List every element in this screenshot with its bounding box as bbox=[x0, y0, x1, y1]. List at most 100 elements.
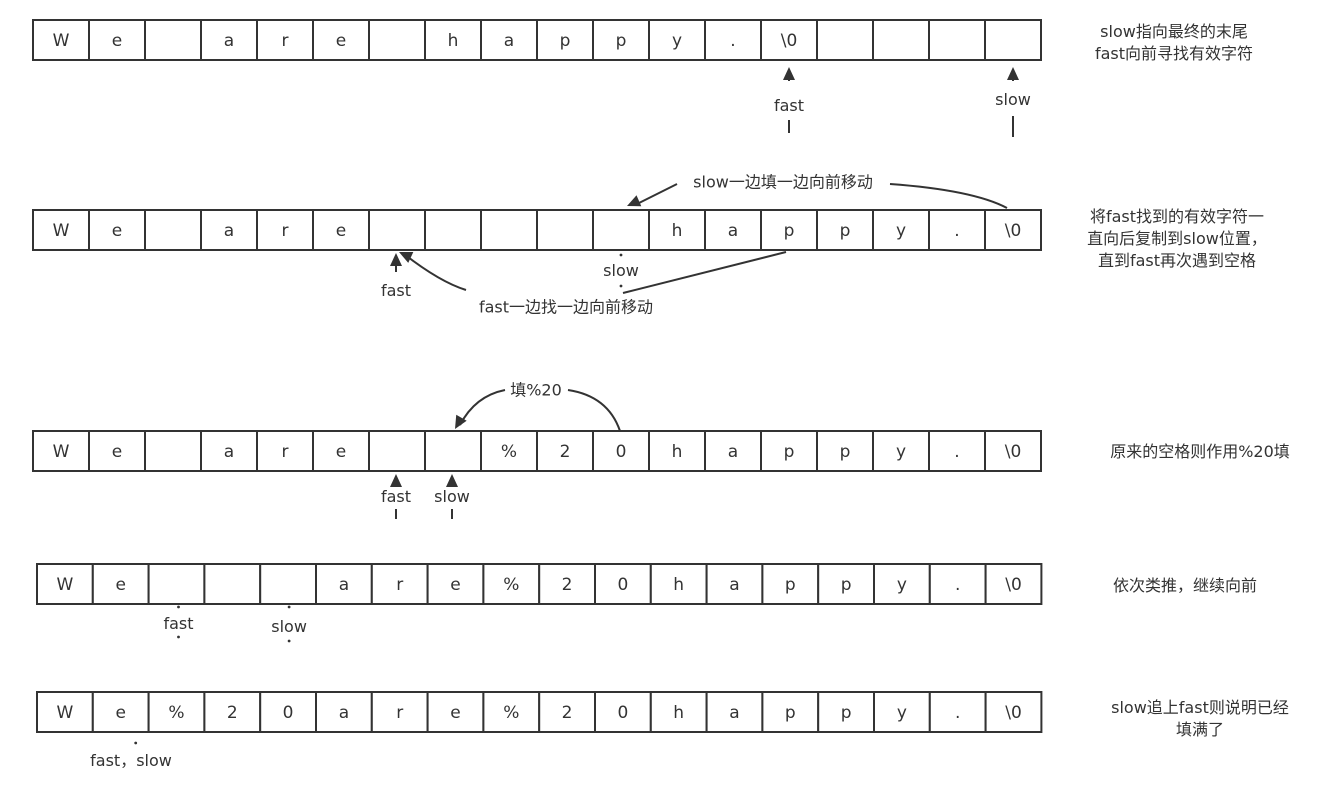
annotation-arrow bbox=[636, 183, 678, 205]
array-cell bbox=[984, 430, 1042, 472]
cell-char: e bbox=[112, 31, 122, 51]
cell-char: 2 bbox=[562, 575, 573, 595]
array-cell bbox=[480, 209, 538, 251]
array-cell bbox=[259, 691, 318, 733]
cell-char: 0 bbox=[617, 575, 628, 595]
cell-char: W bbox=[53, 221, 70, 241]
cell-char: a bbox=[729, 703, 739, 723]
pointer-dot bbox=[619, 253, 623, 257]
step-note: 直到fast再次遇到空格 bbox=[1098, 251, 1256, 270]
cell-char: e bbox=[336, 31, 346, 51]
array-cell bbox=[312, 430, 370, 472]
pointer-label-slow: slow bbox=[603, 261, 639, 280]
array-cell bbox=[312, 209, 370, 251]
array-cell bbox=[705, 563, 764, 605]
cell-char: r bbox=[282, 31, 289, 51]
step-note: 填满了 bbox=[1176, 720, 1224, 739]
array-cell bbox=[259, 563, 318, 605]
cell-char: r bbox=[396, 575, 403, 595]
step-note: 将fast找到的有效字符一 bbox=[1090, 207, 1264, 226]
cell-char: p bbox=[785, 575, 796, 595]
array-cell bbox=[649, 563, 708, 605]
array-cell bbox=[424, 430, 482, 472]
cell-char: . bbox=[955, 575, 960, 595]
array-cell bbox=[426, 691, 485, 733]
pointer-label-fast: fast bbox=[381, 281, 411, 300]
array-cell bbox=[256, 430, 314, 472]
array-cell bbox=[200, 430, 258, 472]
cell-char: y bbox=[896, 442, 906, 462]
cell-char: h bbox=[672, 442, 683, 462]
cell-char: e bbox=[112, 221, 122, 241]
cell-char: % bbox=[503, 703, 519, 723]
cell-char: \0 bbox=[1005, 442, 1022, 462]
array-cell bbox=[315, 691, 373, 733]
pointer-dot bbox=[287, 639, 291, 643]
up-arrow-icon bbox=[783, 67, 795, 80]
array-cell bbox=[315, 563, 373, 605]
pointer-dot bbox=[134, 741, 138, 745]
step-note: slow指向最终的末尾 bbox=[1100, 22, 1248, 41]
array-cell bbox=[760, 209, 818, 251]
cell-char: p bbox=[784, 221, 795, 241]
array-cell bbox=[256, 209, 314, 251]
annotation-arrow bbox=[567, 389, 621, 432]
cell-char: p bbox=[841, 575, 852, 595]
array-cell bbox=[536, 209, 594, 251]
cell-char: e bbox=[115, 575, 125, 595]
array-cell bbox=[312, 19, 370, 61]
array-cell bbox=[538, 691, 597, 733]
step-note: 直向后复制到slow位置， bbox=[1087, 229, 1267, 248]
cell-char: e bbox=[115, 703, 125, 723]
array-cell bbox=[984, 563, 1043, 605]
array-cell bbox=[760, 19, 818, 61]
pointer-label-fast: fast bbox=[163, 614, 193, 633]
cell-char: 0 bbox=[617, 703, 628, 723]
array-cell bbox=[203, 563, 262, 605]
step-note: 依次类推，继续向前 bbox=[1113, 576, 1257, 595]
cell-char: \0 bbox=[1005, 221, 1022, 241]
cell-char: p bbox=[785, 703, 796, 723]
pointer-label-fastslow: fast，slow bbox=[90, 751, 172, 770]
array-cell bbox=[872, 209, 930, 251]
array-cell bbox=[984, 19, 1042, 61]
cell-char: a bbox=[504, 31, 514, 51]
annotation-label: 填%20 bbox=[510, 381, 562, 400]
array-cell bbox=[649, 691, 708, 733]
left-arrow-icon bbox=[627, 195, 642, 207]
pointer-dot bbox=[619, 284, 623, 288]
cell-char: a bbox=[729, 575, 739, 595]
cell-char: p bbox=[784, 442, 795, 462]
array-cell bbox=[368, 19, 426, 61]
cell-char: a bbox=[224, 442, 234, 462]
array-cell bbox=[32, 430, 90, 472]
cell-char: r bbox=[282, 442, 289, 462]
array-cell bbox=[91, 691, 150, 733]
cell-char: y bbox=[896, 221, 906, 241]
array-cell bbox=[872, 430, 930, 472]
up-arrow-icon bbox=[390, 253, 402, 266]
down-arrow-icon bbox=[455, 414, 467, 429]
pointer-dot bbox=[177, 635, 180, 639]
array-cell bbox=[816, 430, 874, 472]
array-cell bbox=[592, 209, 650, 251]
up-arrow-icon bbox=[1007, 67, 1019, 80]
cell-char: a bbox=[728, 221, 738, 241]
array-cell bbox=[928, 209, 986, 251]
cell-char: W bbox=[56, 703, 73, 723]
pointer-label-fast: fast bbox=[774, 96, 804, 115]
array-cell bbox=[592, 19, 650, 61]
cell-char: \0 bbox=[781, 31, 798, 51]
annotation-arrow bbox=[403, 253, 467, 291]
array-cell bbox=[817, 691, 876, 733]
step-note: fast向前寻找有效字符 bbox=[1095, 44, 1253, 63]
cell-char: e bbox=[336, 221, 346, 241]
cell-char: e bbox=[112, 442, 122, 462]
array-cell bbox=[147, 563, 206, 605]
array-cell bbox=[928, 19, 986, 61]
pointer-label-slow: slow bbox=[271, 617, 307, 636]
array-cell bbox=[368, 209, 426, 251]
